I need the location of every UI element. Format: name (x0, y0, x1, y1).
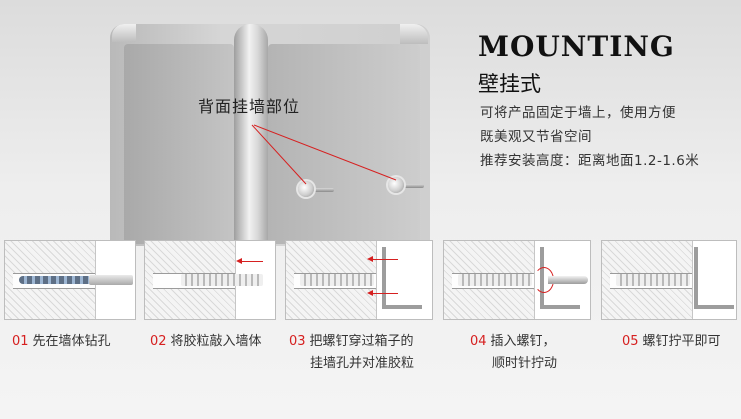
title-english: MOUNTING (478, 30, 675, 63)
insert-arrow (236, 258, 263, 264)
step-number: 04 (470, 334, 487, 349)
align-arrow (367, 290, 398, 296)
box-corner-cap (112, 24, 136, 42)
box-corner-edge (234, 24, 268, 246)
wall-anchor-icon (458, 274, 532, 286)
step-number: 01 (12, 334, 29, 349)
step-number: 03 (289, 334, 306, 349)
box-side-panel (124, 44, 234, 244)
screwdriver-icon (548, 276, 588, 284)
align-arrow (367, 256, 398, 262)
step-diagram-2 (144, 240, 276, 320)
step-text: 插入螺钉， (490, 334, 556, 349)
drill-icon (19, 276, 89, 284)
box-bracket (694, 247, 698, 309)
description-line: 可将产品固定于墙上，使用方便 (480, 105, 676, 121)
screw-icon (298, 181, 314, 197)
step-diagram-3 (285, 240, 433, 320)
box-bracket (694, 305, 734, 309)
step-text: 螺钉拧平即可 (642, 334, 721, 349)
box-bracket (540, 305, 580, 309)
step-diagram-4 (443, 240, 591, 320)
screw-shaft (402, 184, 424, 188)
step-number: 02 (150, 334, 167, 349)
screw-shaft (312, 188, 334, 192)
wall-anchor-icon (616, 274, 690, 286)
step-label-4-line2: 顺时针拧动 (492, 356, 558, 371)
step-text: 将胶粒敲入墙体 (170, 334, 262, 349)
step-number: 05 (622, 334, 639, 349)
box-front-panel (268, 44, 420, 244)
box-bracket (382, 247, 386, 309)
box-corner-cap (400, 24, 428, 44)
step-label-3-line2: 挂墙孔并对准胶粒 (310, 356, 415, 371)
description-line: 推荐安装高度：距离地面1.2-1.6米 (480, 153, 700, 169)
wall-anchor-icon (300, 274, 374, 286)
screw-icon (388, 177, 404, 193)
mount-point-callout: 背面挂墙部位 (198, 97, 301, 116)
step-diagram-5 (601, 240, 737, 320)
description-line: 既美观又节省空间 (480, 129, 592, 145)
drill-shank (89, 275, 133, 285)
wall-anchor-icon (181, 274, 263, 286)
step-diagram-1 (4, 240, 136, 320)
step-text: 把螺钉穿过箱子的 (309, 334, 414, 349)
step-text: 先在墙体钻孔 (32, 334, 111, 349)
title-chinese: 壁挂式 (478, 72, 541, 96)
box-bracket (382, 305, 422, 309)
